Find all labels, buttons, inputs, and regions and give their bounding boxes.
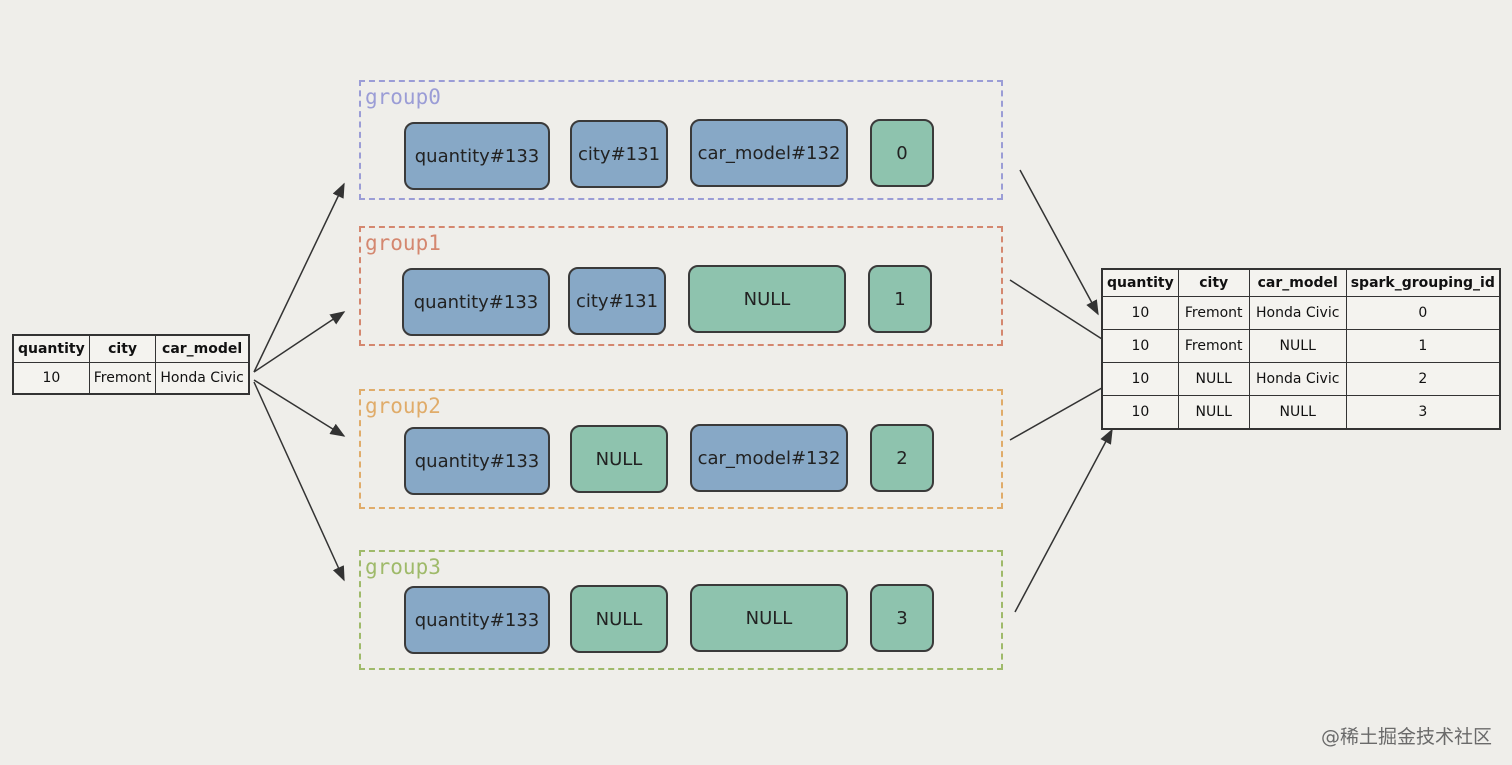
input-header-car-model: car_model [155, 334, 250, 363]
output-cell: 10 [1101, 296, 1179, 330]
watermark: @稀土掘金技术社区 [1320, 726, 1492, 748]
output-cell: Honda Civic [1248, 362, 1347, 396]
group1-cell-quantity: quantity#133 [402, 268, 550, 336]
table-row: 10 Fremont Honda Civic [12, 362, 250, 395]
group1-box: group1 quantity#133 city#131 NULL 1 [359, 226, 1003, 346]
group1-cell-city: city#131 [568, 267, 666, 335]
output-header-city: city [1177, 268, 1250, 297]
output-cell: 0 [1345, 296, 1501, 330]
group3-label: group3 [365, 555, 441, 579]
output-cell: Fremont [1177, 296, 1250, 330]
input-cell-quantity: 10 [12, 362, 90, 395]
group2-cell-car-model: car_model#132 [690, 424, 848, 492]
group1-cell-grouping-id: 1 [868, 265, 932, 333]
output-cell: 10 [1101, 329, 1179, 363]
output-cell: 10 [1101, 395, 1179, 430]
output-cell: 10 [1101, 362, 1179, 396]
output-cell: 2 [1345, 362, 1501, 396]
input-cell-city: Fremont [88, 362, 157, 395]
input-header-quantity: quantity [12, 334, 90, 363]
output-header-spark-grouping-id: spark_grouping_id [1345, 268, 1501, 297]
table-row: 10 Fremont NULL 1 [1101, 329, 1501, 363]
output-cell: Fremont [1177, 329, 1250, 363]
output-cell: NULL [1248, 395, 1347, 430]
output-cell: NULL [1248, 329, 1347, 363]
arrow-group3-to-output [1014, 428, 1113, 613]
output-header-quantity: quantity [1101, 268, 1179, 297]
group0-cell-grouping-id: 0 [870, 119, 934, 187]
input-header-city: city [88, 334, 157, 363]
group2-cell-city-null: NULL [570, 425, 668, 493]
input-table-header: quantity city car_model [12, 334, 250, 363]
group3-cell-quantity: quantity#133 [404, 586, 550, 654]
output-cell: 3 [1345, 395, 1501, 430]
arrow-group0-to-output [1019, 169, 1099, 316]
input-cell-car-model: Honda Civic [155, 362, 250, 395]
output-header-car-model: car_model [1248, 268, 1347, 297]
arrow-input-to-group1 [253, 311, 346, 373]
group0-label: group0 [365, 85, 441, 109]
group3-cell-city-null: NULL [570, 585, 668, 653]
group0-box: group0 quantity#133 city#131 car_model#1… [359, 80, 1003, 200]
group3-cell-grouping-id: 3 [870, 584, 934, 652]
arrow-input-to-group0 [253, 182, 345, 373]
output-table: quantity city car_model spark_grouping_i… [1101, 268, 1501, 430]
arrow-input-to-group2 [253, 379, 346, 437]
output-table-header: quantity city car_model spark_grouping_i… [1101, 268, 1501, 297]
group0-cell-city: city#131 [570, 120, 668, 188]
group3-cell-car-model-null: NULL [690, 584, 848, 652]
group2-label: group2 [365, 394, 441, 418]
table-row: 10 NULL Honda Civic 2 [1101, 362, 1501, 396]
output-cell: Honda Civic [1248, 296, 1347, 330]
table-row: 10 NULL NULL 3 [1101, 395, 1501, 430]
output-cell: NULL [1177, 395, 1250, 430]
group3-box: group3 quantity#133 NULL NULL 3 [359, 550, 1003, 670]
arrow-input-to-group3 [253, 381, 345, 582]
output-cell: 1 [1345, 329, 1501, 363]
table-row: 10 Fremont Honda Civic 0 [1101, 296, 1501, 330]
group0-cell-car-model: car_model#132 [690, 119, 848, 187]
group2-cell-quantity: quantity#133 [404, 427, 550, 495]
input-table: quantity city car_model 10 Fremont Honda… [12, 334, 250, 395]
group1-label: group1 [365, 231, 441, 255]
output-cell: NULL [1177, 362, 1250, 396]
group0-cell-quantity: quantity#133 [404, 122, 550, 190]
group1-cell-car-model-null: NULL [688, 265, 846, 333]
group2-cell-grouping-id: 2 [870, 424, 934, 492]
group2-box: group2 quantity#133 NULL car_model#132 2 [359, 389, 1003, 509]
